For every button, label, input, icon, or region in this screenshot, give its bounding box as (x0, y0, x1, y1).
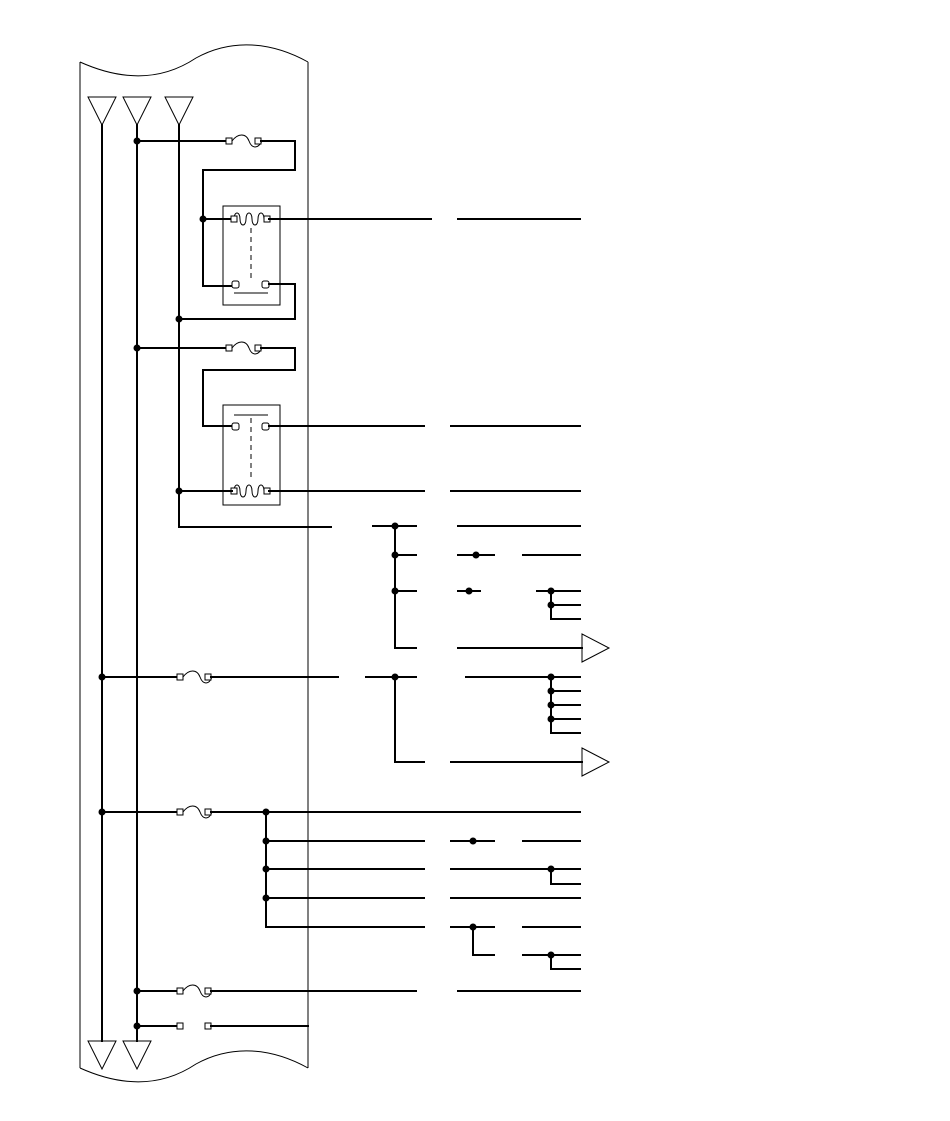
junction-block-a (372, 522, 611, 663)
fuse-circuit-3 (98, 670, 611, 777)
fuse-icon (176, 805, 213, 819)
fuse-panel-outline (79, 44, 309, 1083)
relay-2 (175, 404, 581, 506)
relay-coil-icon (230, 212, 271, 226)
ground-rail-triangles (87, 1040, 152, 1071)
fuse-circuit-5 (133, 984, 581, 998)
relay-contact-icon (231, 280, 270, 294)
open-terminal-circuit (133, 1022, 309, 1030)
connector-arrow-icon (581, 633, 611, 663)
supply-triangle-icon (122, 96, 152, 127)
ground-triangle-icon (122, 1040, 152, 1071)
fuse-icon (176, 670, 213, 684)
fuse-icon (225, 134, 263, 148)
relay-coil-icon (230, 484, 271, 498)
fuse-circuit-2 (133, 341, 296, 427)
supply-triangle-icon (87, 96, 117, 127)
fuse-circuit-4 (98, 805, 581, 970)
connector-arrow-icon (581, 747, 611, 777)
fuse-icon (176, 984, 213, 998)
supply-triangle-icon (164, 96, 194, 127)
bus-rails (101, 124, 332, 1042)
supply-rail-triangles (87, 96, 194, 127)
fuse-circuit-1 (133, 134, 296, 287)
fuse-icon (225, 341, 263, 355)
ground-triangle-icon (87, 1040, 117, 1071)
relay-1 (175, 205, 581, 323)
